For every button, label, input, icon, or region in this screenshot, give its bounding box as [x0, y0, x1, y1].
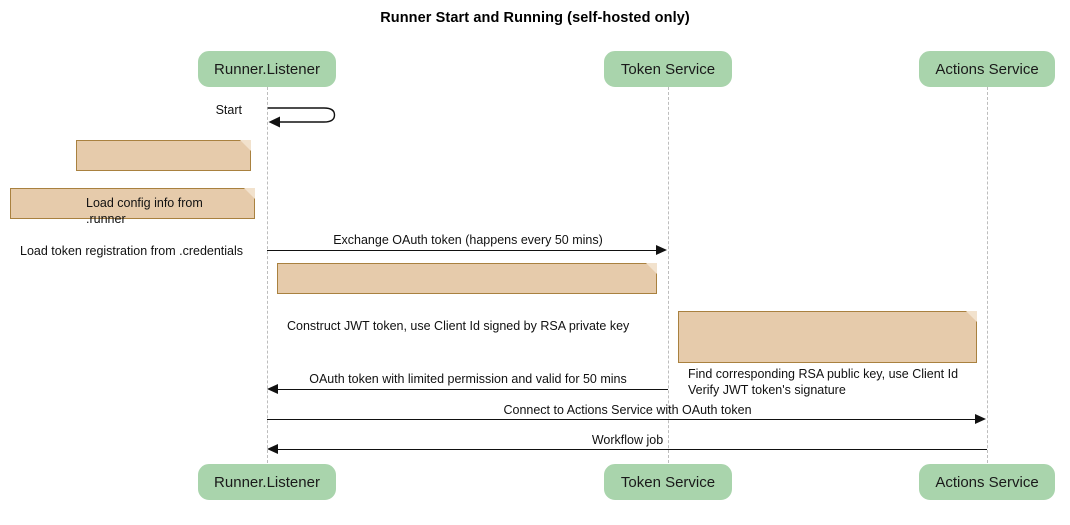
- lifeline-runner-listener: [267, 87, 268, 463]
- diagram-title: Runner Start and Running (self-hosted on…: [380, 10, 690, 26]
- message-arrowhead-connect-actions-service: [975, 414, 986, 424]
- message-start-self-loop: [267, 104, 347, 139]
- note-verify-jwt-text: Find corresponding RSA public key, use C…: [688, 367, 959, 397]
- note-load-config: Load config info from .runner: [76, 140, 251, 226]
- lifeline-actions-service: [987, 87, 988, 463]
- note-load-token-registration-text: Load token registration from .credential…: [20, 244, 244, 258]
- message-arrowhead-workflow-job: [267, 444, 278, 454]
- note-fold-edge-icon: [646, 263, 657, 274]
- note-load-config-text: Load config info from .runner: [86, 196, 203, 226]
- participant-token-service-bottom[interactable]: Token Service: [604, 464, 732, 500]
- lifeline-token-service: [668, 87, 669, 463]
- message-label-connect-actions-service: Connect to Actions Service with OAuth to…: [503, 403, 752, 417]
- self-loop-path-icon: [267, 107, 336, 128]
- message-line-connect-actions-service: [267, 419, 976, 420]
- note-construct-jwt: Construct JWT token, use Client Id signe…: [277, 263, 657, 333]
- participant-runner-listener-bottom[interactable]: Runner.Listener: [198, 464, 336, 500]
- note-load-token-registration: Load token registration from .credential…: [10, 188, 255, 258]
- note-fold-edge-icon: [240, 140, 251, 151]
- participant-runner-listener-top[interactable]: Runner.Listener: [198, 51, 336, 87]
- message-label-workflow-job: Workflow job: [591, 433, 664, 447]
- note-fold-edge-icon: [244, 188, 255, 199]
- message-label-oauth-token-reply: OAuth token with limited permission and …: [309, 372, 627, 386]
- note-verify-jwt: Find corresponding RSA public key, use C…: [678, 311, 977, 397]
- note-fold-edge-icon: [966, 311, 977, 322]
- note-construct-jwt-text: Construct JWT token, use Client Id signe…: [287, 319, 630, 333]
- message-label-exchange-oauth-token: Exchange OAuth token (happens every 50 m…: [333, 233, 603, 247]
- participant-actions-service-top[interactable]: Actions Service: [919, 51, 1055, 87]
- participant-token-service-top[interactable]: Token Service: [604, 51, 732, 87]
- message-line-workflow-job: [278, 449, 987, 450]
- message-label-start: Start: [215, 103, 242, 117]
- participant-actions-service-bottom[interactable]: Actions Service: [919, 464, 1055, 500]
- message-line-exchange-oauth-token: [267, 250, 657, 251]
- message-arrowhead-exchange-oauth-token: [656, 245, 667, 255]
- message-arrowhead-oauth-token-reply: [267, 384, 278, 394]
- message-line-oauth-token-reply: [278, 389, 668, 390]
